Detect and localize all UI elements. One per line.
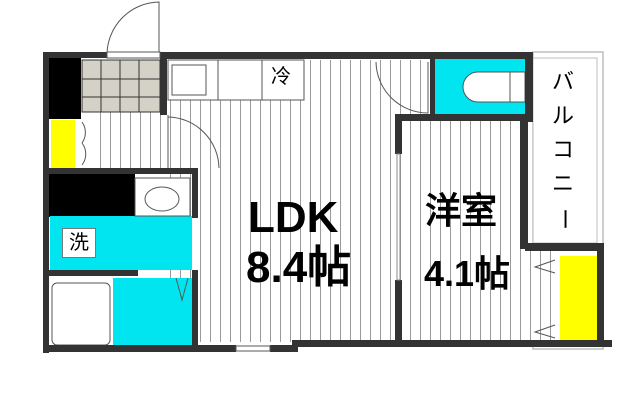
entry-threshold <box>106 51 161 59</box>
bathtub <box>51 282 111 346</box>
western-room-size: 4.1帖 <box>424 253 511 294</box>
balcony-char: バ <box>551 70 574 95</box>
toilet-icon <box>462 71 526 103</box>
balcony-label: バ ル コ ニ ー <box>548 66 578 236</box>
ldk-size: 8.4帖 <box>246 243 352 292</box>
balcony-char: コ <box>551 138 574 164</box>
balcony-char: ル <box>551 104 574 130</box>
entrance-tiles <box>81 59 161 113</box>
western-room-label: 洋室 <box>425 190 498 231</box>
door-swings <box>81 1 556 339</box>
window-bottom <box>235 345 271 352</box>
walls <box>43 52 612 353</box>
ldk-floor <box>98 60 435 342</box>
balcony-char: ニ <box>551 172 574 198</box>
kitchen-counter <box>167 59 305 101</box>
washroom-label: 洗 <box>62 228 96 258</box>
bathroom <box>113 278 192 345</box>
entrance-storage <box>51 120 75 170</box>
closet-storage <box>560 256 597 346</box>
utility-block <box>47 172 135 217</box>
balcony-char: ー <box>551 208 577 231</box>
closet-floor <box>525 250 555 345</box>
sliding-door <box>396 153 401 281</box>
shoe-cabinet <box>48 57 81 119</box>
sink-counter <box>134 177 191 217</box>
fridge-label: 冷 <box>271 66 291 88</box>
ldk-label: LDK <box>248 193 339 242</box>
sink-icon <box>144 186 180 212</box>
western-room-floor <box>400 120 530 345</box>
